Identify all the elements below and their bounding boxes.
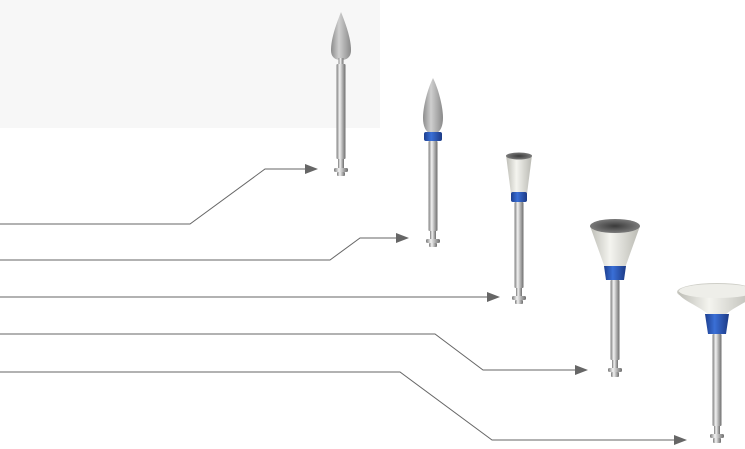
disc-polisher-icon <box>677 283 745 443</box>
cup-polisher-small-icon <box>506 152 532 304</box>
arrowhead <box>575 365 588 375</box>
leader-lines <box>0 164 687 445</box>
backdrop-panel <box>0 0 380 128</box>
leader-line-5 <box>0 371 687 445</box>
flame-polisher-uncoded-icon <box>331 12 351 176</box>
leader-line-2 <box>0 233 409 261</box>
leader-line-3 <box>0 292 500 302</box>
arrowhead <box>396 233 409 243</box>
leader-line-4 <box>0 333 588 375</box>
arrowhead <box>487 292 500 302</box>
flame-polisher-icon <box>423 78 443 247</box>
arrowhead <box>674 435 687 445</box>
cup-polisher-large-icon <box>590 219 640 377</box>
arrowhead <box>305 164 318 174</box>
leader-line-1 <box>0 164 318 225</box>
